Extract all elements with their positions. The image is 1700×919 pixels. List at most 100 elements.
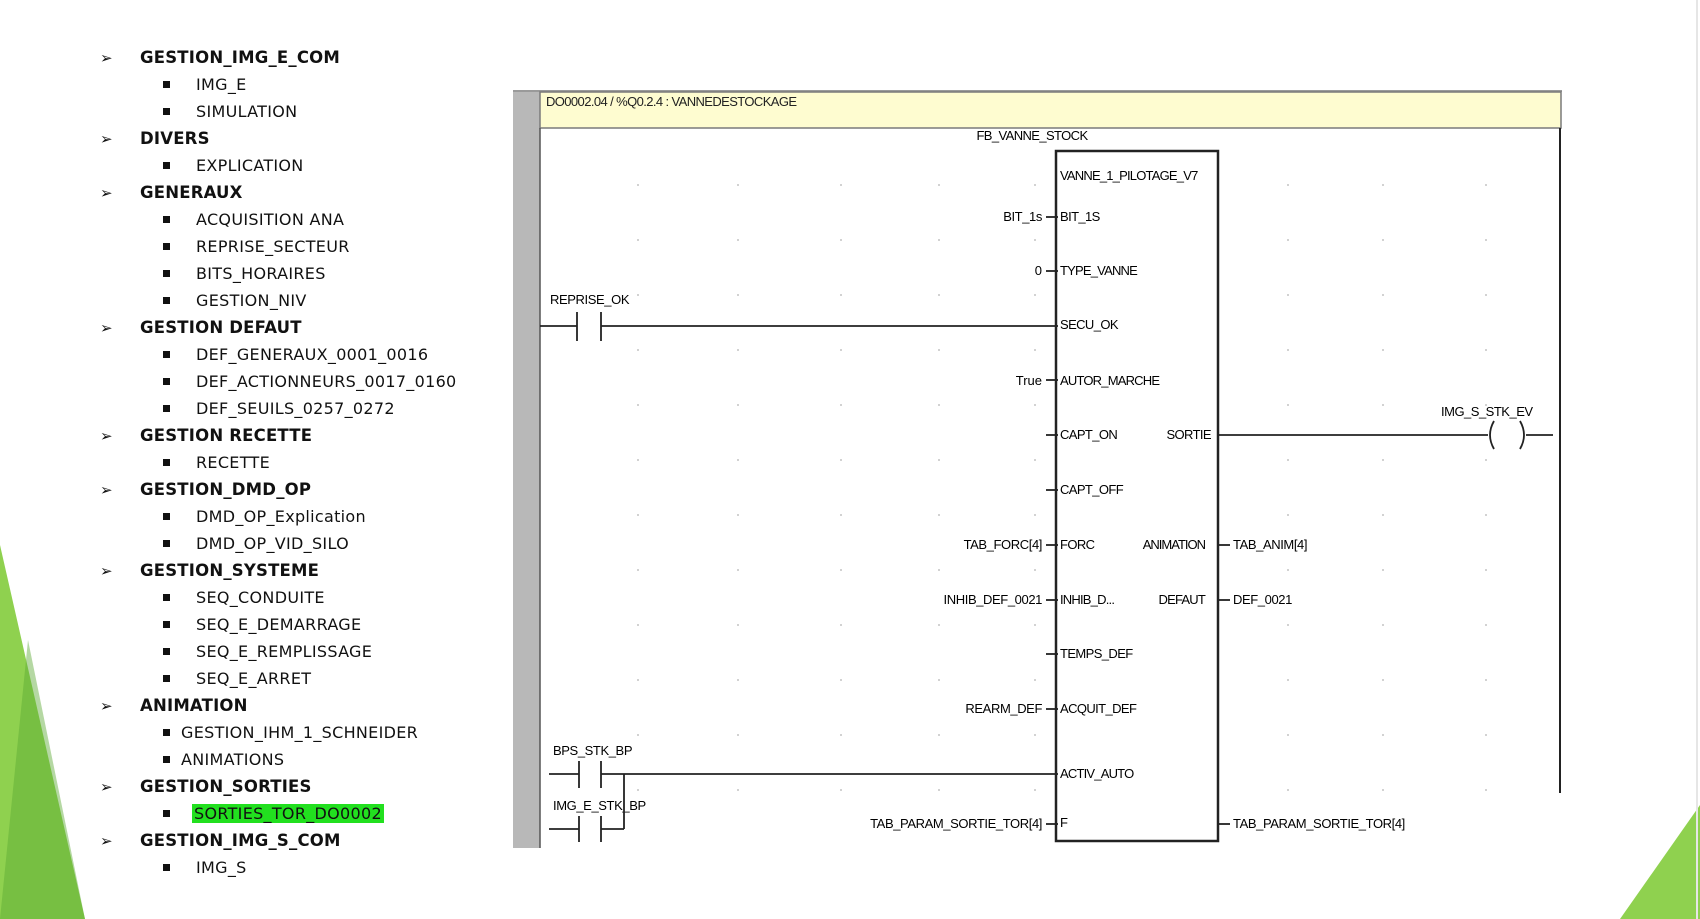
grid-dot — [1034, 789, 1036, 791]
outline-group[interactable]: ➢GENERAUX — [100, 183, 243, 202]
outline-group[interactable]: ➢ANIMATION — [100, 696, 248, 715]
grid-dot — [938, 569, 940, 571]
outline-group[interactable]: ➢DIVERS — [100, 129, 210, 148]
outline-group[interactable]: ➢GESTION DEFAUT — [100, 318, 302, 337]
grid-dot — [938, 349, 940, 351]
coil-label: IMG_S_STK_EV — [1441, 404, 1533, 419]
grid-dot — [737, 239, 739, 241]
grid-dot — [1034, 734, 1036, 736]
outline-item[interactable]: SIMULATION — [163, 98, 299, 125]
grid-dot — [840, 239, 842, 241]
pin-sortie: SORTIE — [1166, 427, 1211, 442]
grid-dot — [737, 514, 739, 516]
square-bullet-icon — [163, 351, 170, 358]
arrow-bullet-icon: ➢ — [100, 777, 113, 796]
grid-dot — [938, 624, 940, 626]
coil-img-s-stk-ev — [1218, 420, 1553, 450]
contact-reprise-ok — [540, 312, 1058, 341]
outline-item[interactable]: GESTION_NIV — [163, 287, 309, 314]
grid-dot — [1485, 514, 1487, 516]
grid-dot — [637, 239, 639, 241]
square-bullet-icon — [163, 243, 170, 250]
square-bullet-icon — [163, 216, 170, 223]
outline-item[interactable]: SEQ_E_REMPLISSAGE — [163, 638, 374, 665]
outline-group[interactable]: ➢GESTION_SORTIES — [100, 777, 312, 796]
block-instance-name: FB_VANNE_STOCK — [976, 128, 1088, 143]
grid-dot — [938, 239, 940, 241]
grid-dot — [637, 294, 639, 296]
arrow-bullet-icon: ➢ — [100, 696, 113, 715]
square-bullet-icon — [163, 513, 170, 520]
grid-dot — [737, 624, 739, 626]
outline-group[interactable]: ➢GESTION_IMG_E_COM — [100, 48, 341, 67]
grid-dot — [1485, 294, 1487, 296]
outline-group[interactable]: ➢GESTION_DMD_OP — [100, 480, 312, 499]
grid-dot — [1485, 569, 1487, 571]
outline-group[interactable]: ➢GESTION RECETTE — [100, 426, 313, 445]
pin-defaut: DEFAUT — [1159, 592, 1206, 607]
contact-bps-stk-bp — [549, 761, 1058, 788]
outline-item[interactable]: SEQ_E_ARRET — [163, 665, 313, 692]
grid-dot — [1287, 514, 1289, 516]
grid-dot — [1034, 569, 1036, 571]
signal-tab-param-out: TAB_PARAM_SORTIE_TOR[4] — [1233, 816, 1405, 831]
square-bullet-icon — [163, 810, 170, 817]
left-green-wedge-shade — [0, 640, 85, 919]
outline-item[interactable]: ANIMATIONS — [163, 746, 286, 773]
outline-group[interactable]: ➢GESTION_IMG_S_COM — [100, 831, 341, 850]
outline-item[interactable]: BITS_HORAIRES — [163, 260, 328, 287]
grid-dot — [637, 789, 639, 791]
square-bullet-icon — [163, 594, 170, 601]
grid-dot — [1382, 624, 1384, 626]
pin-activ-auto: ACTIV_AUTO — [1060, 766, 1134, 781]
grid-dot — [1287, 789, 1289, 791]
contact-label-img-e-stk-bp: IMG_E_STK_BP — [553, 798, 646, 813]
outline-item[interactable]: SEQ_E_DEMARRAGE — [163, 611, 363, 638]
outline-item[interactable]: DMD_OP_Explication — [163, 503, 368, 530]
grid-dot — [938, 679, 940, 681]
grid-dot — [737, 459, 739, 461]
rung-header-text: DO0002.04 / %Q0.2.4 : VANNEDESTOCKAGE — [546, 94, 797, 109]
pin-type-vanne: TYPE_VANNE — [1060, 263, 1138, 278]
grid-dot — [1485, 459, 1487, 461]
grid-dot — [1382, 459, 1384, 461]
square-bullet-icon — [163, 459, 170, 466]
grid-dot — [840, 624, 842, 626]
grid-dot — [637, 459, 639, 461]
outline-item[interactable]: DEF_SEUILS_0257_0272 — [163, 395, 397, 422]
ladder-diagram: DO0002.04 / %Q0.2.4 : VANNEDESTOCKAGE FB… — [513, 90, 1562, 848]
outline-item[interactable]: REPRISE_SECTEUR — [163, 233, 352, 260]
grid-dot — [840, 734, 842, 736]
signal-tab-anim: TAB_ANIM[4] — [1233, 537, 1307, 552]
square-bullet-icon — [163, 648, 170, 655]
grid-dot — [1485, 679, 1487, 681]
grid-dot — [1034, 624, 1036, 626]
grid-dot — [938, 184, 940, 186]
outline-item-selected[interactable]: SORTIES_TOR_DO0002 — [163, 800, 384, 827]
outline-item[interactable]: DEF_ACTIONNEURS_0017_0160 — [163, 368, 459, 395]
grid-dot — [938, 459, 940, 461]
signal-tab-param-in: TAB_PARAM_SORTIE_TOR[4] — [870, 816, 1042, 831]
pin-capt-off: CAPT_OFF — [1060, 482, 1124, 497]
grid-dot — [737, 294, 739, 296]
grid-dot — [1034, 514, 1036, 516]
square-bullet-icon — [163, 270, 170, 277]
outline-item[interactable]: DMD_OP_VID_SILO — [163, 530, 351, 557]
outline-item[interactable]: EXPLICATION — [163, 152, 306, 179]
outline-item[interactable]: ACQUISITION ANA — [163, 206, 346, 233]
outline-item[interactable]: IMG_S — [163, 854, 249, 881]
outline-item[interactable]: RECETTE — [163, 449, 272, 476]
outline-item[interactable]: DEF_GENERAUX_0001_0016 — [163, 341, 430, 368]
grid-dot — [1382, 514, 1384, 516]
outline-item[interactable]: SEQ_CONDUITE — [163, 584, 327, 611]
outline-item[interactable]: IMG_E — [163, 71, 249, 98]
grid-dot — [637, 624, 639, 626]
outline-item[interactable]: GESTION_IHM_1_SCHNEIDER — [163, 719, 420, 746]
grid-dot — [1287, 569, 1289, 571]
grid-dot — [840, 514, 842, 516]
square-bullet-icon — [163, 621, 170, 628]
grid-dot — [1287, 679, 1289, 681]
grid-dot — [840, 789, 842, 791]
grid-dot — [938, 734, 940, 736]
outline-group[interactable]: ➢GESTION_SYSTEME — [100, 561, 320, 580]
